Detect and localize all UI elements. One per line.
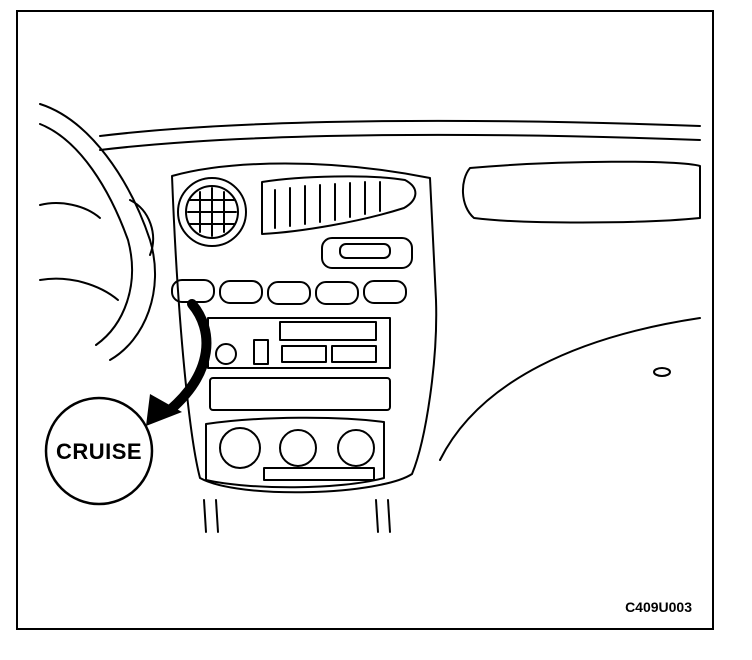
steering-wheel-rim [39, 103, 157, 361]
figure-frame [16, 10, 714, 630]
passenger-dash [439, 317, 701, 461]
center-console [171, 162, 438, 494]
switch-5 [363, 280, 407, 304]
switch-4 [315, 281, 359, 305]
figure-code: C409U003 [625, 599, 692, 615]
climate-control-panel [205, 416, 385, 489]
cruise-callout-label: CRUISE [56, 439, 142, 464]
switch-3 [267, 281, 311, 305]
hazard-switch [321, 237, 413, 269]
cruise-callout-circle [44, 396, 154, 506]
round-air-vent [177, 177, 247, 247]
instrument-hood [129, 199, 155, 256]
mode-knob [337, 429, 375, 467]
switch-2 [219, 280, 263, 304]
steering-wheel-spoke [39, 202, 101, 219]
fan-knob [219, 427, 261, 469]
dash-top-edge-inner [99, 133, 701, 151]
storage-tray [209, 377, 391, 411]
steering-wheel-rim-inner [39, 123, 133, 346]
temp-knob [279, 429, 317, 467]
dash-top-edge [99, 119, 701, 137]
arrow-head-icon [146, 394, 182, 426]
radio-unit [207, 317, 391, 369]
pointer-arrow [165, 299, 212, 415]
glove-box-upper [462, 160, 701, 224]
steering-column [39, 277, 119, 301]
center-air-vent [261, 175, 417, 235]
